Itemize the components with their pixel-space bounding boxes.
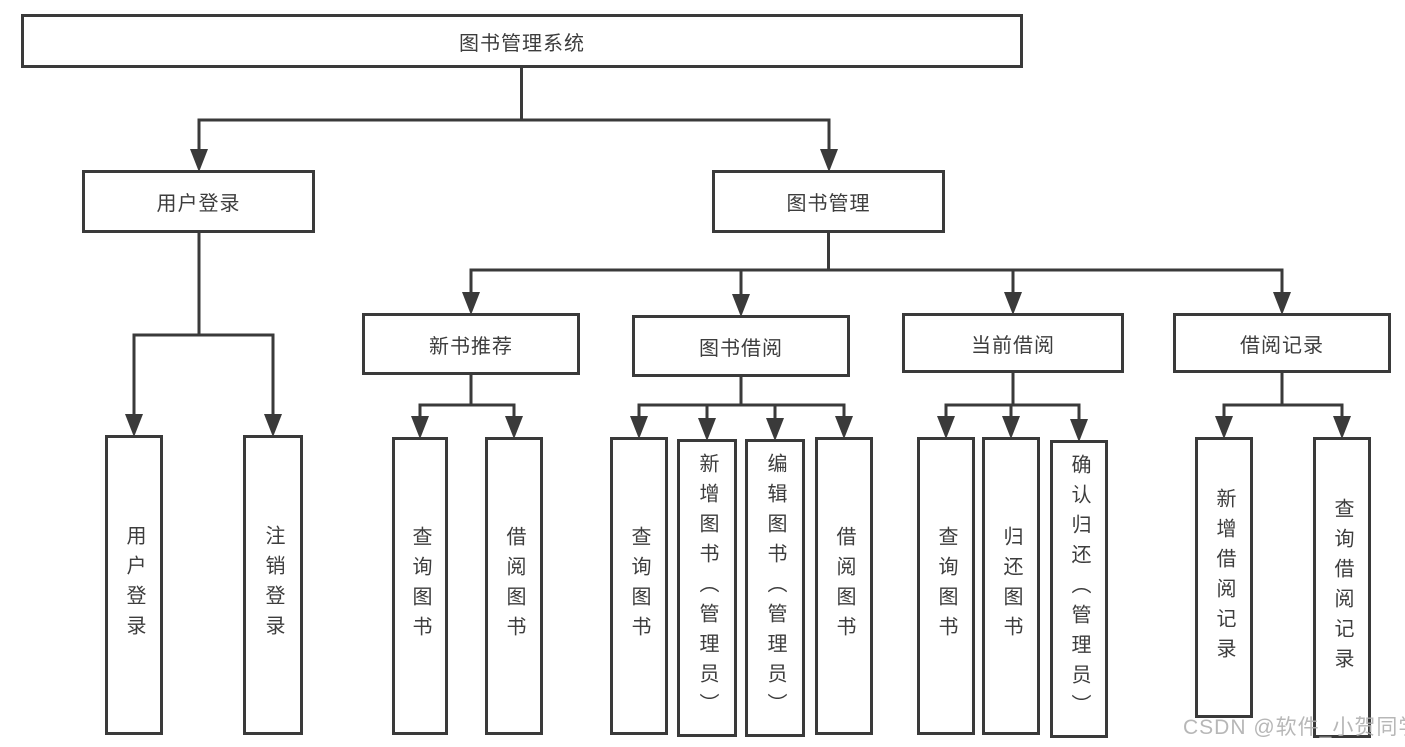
node-label: 当前借阅 xyxy=(971,334,1055,357)
leaf-recommend-borrow-book: 借阅图书 xyxy=(485,437,543,735)
leaf-record-query: 查询借阅记录 xyxy=(1313,437,1371,738)
node-label: 查询图书 xyxy=(409,526,431,646)
node-user-login: 用户登录 xyxy=(82,170,315,233)
leaf-current-return-book: 归还图书 xyxy=(982,437,1040,735)
node-label: 借阅图书 xyxy=(503,526,525,646)
node-borrow-record: 借阅记录 xyxy=(1173,313,1391,373)
leaf-user-login: 用户登录 xyxy=(105,435,163,735)
node-label: 编辑图书（管理员） xyxy=(764,453,786,723)
node-label: 用户登录 xyxy=(123,525,145,645)
leaf-borrow-query-book: 查询图书 xyxy=(610,437,668,735)
leaf-record-add: 新增借阅记录 xyxy=(1195,437,1253,718)
csdn-watermark: CSDN @软件_小贺同学 xyxy=(1183,716,1405,739)
leaf-borrow-borrow-book: 借阅图书 xyxy=(815,437,873,735)
leaf-recommend-query-book: 查询图书 xyxy=(392,437,448,735)
leaf-logout: 注销登录 xyxy=(243,435,303,735)
node-label: 确认归还（管理员） xyxy=(1068,454,1090,724)
leaf-borrow-add-book-admin: 新增图书（管理员） xyxy=(677,439,737,737)
node-book-borrow: 图书借阅 xyxy=(632,315,850,377)
node-label: 借阅记录 xyxy=(1240,334,1324,357)
node-label: 图书借阅 xyxy=(699,337,783,360)
node-new-book-recommend: 新书推荐 xyxy=(362,313,580,375)
node-library-system: 图书管理系统 xyxy=(21,14,1023,68)
node-current-borrow: 当前借阅 xyxy=(902,313,1124,373)
node-label: 查询借阅记录 xyxy=(1331,497,1353,678)
node-label: 注销登录 xyxy=(262,525,284,645)
node-label: 借阅图书 xyxy=(833,526,855,646)
node-label: 归还图书 xyxy=(1000,526,1022,646)
node-label: 新书推荐 xyxy=(429,335,513,358)
node-book-management: 图书管理 xyxy=(712,170,945,233)
node-label: 图书管理 xyxy=(786,193,871,215)
node-label: 用户登录 xyxy=(156,193,241,215)
leaf-current-confirm-return-admin: 确认归还（管理员） xyxy=(1050,440,1108,738)
node-label: 查询图书 xyxy=(628,526,650,646)
node-label: 图书管理系统 xyxy=(459,32,585,55)
node-label: 新增图书（管理员） xyxy=(696,453,718,723)
leaf-current-query-book: 查询图书 xyxy=(917,437,975,735)
node-label: 新增借阅记录 xyxy=(1213,487,1235,668)
leaf-borrow-edit-book-admin: 编辑图书（管理员） xyxy=(745,439,805,737)
node-label: 查询图书 xyxy=(935,526,957,646)
